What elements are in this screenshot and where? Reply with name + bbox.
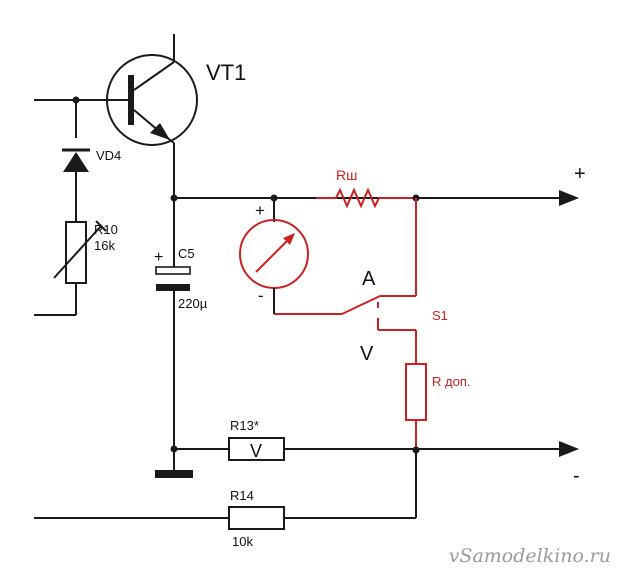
s1-label: S1 [432,308,448,323]
meter-plus-sign: + [255,201,265,220]
watermark-text: vSamodelkino.ru [449,545,611,567]
resistor-r13 [228,437,285,461]
meter-minus-sign: - [258,286,264,305]
switch-s1 [274,198,417,364]
transistor-vt1 [34,34,198,146]
negative-terminal-sign: - [573,465,580,487]
resistor-r10 [34,220,107,316]
r13-name-label: R13* [230,418,259,433]
switch-position-a-label: A [362,268,376,290]
capacitor-c5 [155,198,191,449]
shunt-resistor [316,187,420,209]
negative-output-line [155,441,579,478]
vt1-label: VT1 [206,60,246,85]
switch-position-v-label: V [360,343,374,365]
r13-symbol: V [250,441,262,461]
c5-value-label: 220µ [178,296,208,311]
rsh-label: Rш [336,167,357,183]
r10-name-label: R10 [94,222,118,237]
r-dop-label: R доп. [432,374,470,389]
vd4-label: VD4 [96,148,121,163]
resistor-r-dop [405,363,427,450]
diode-vd4 [62,96,90,222]
c5-plus-sign: + [154,249,163,266]
resistor-r14 [34,450,417,530]
r14-value-label: 10k [232,534,253,549]
meter [239,194,309,314]
r14-name-label: R14 [230,488,254,503]
c5-name-label: C5 [178,246,195,261]
r10-value-label: 16k [94,238,115,253]
positive-terminal-sign: + [574,163,586,185]
